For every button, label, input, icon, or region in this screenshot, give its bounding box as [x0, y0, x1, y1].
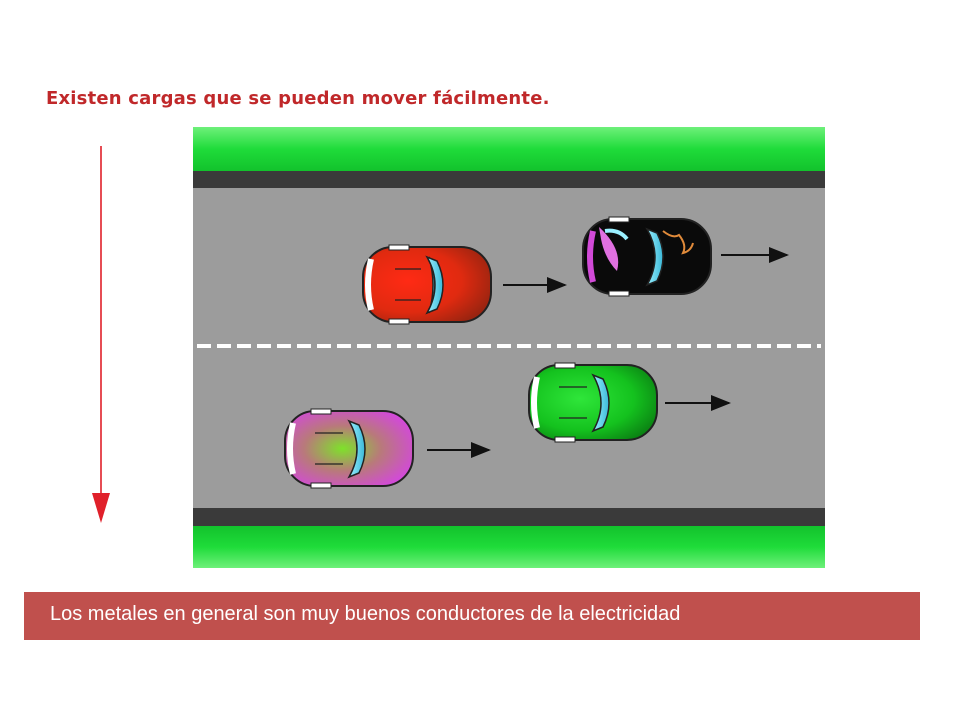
black-car [582, 216, 712, 297]
green-car [528, 362, 658, 443]
grass-bottom [193, 526, 825, 568]
road-illustration [193, 127, 825, 568]
curb-top [193, 171, 825, 188]
banner-text: Los metales en general son muy buenos co… [50, 603, 681, 625]
pink-car [284, 408, 414, 489]
curb-bottom [193, 508, 825, 526]
conductors-banner: Los metales en general son muy buenos co… [24, 592, 920, 640]
slide-heading: Existen cargas que se pueden mover fácil… [46, 88, 550, 109]
red-car [362, 244, 492, 325]
grass-top [193, 127, 825, 171]
